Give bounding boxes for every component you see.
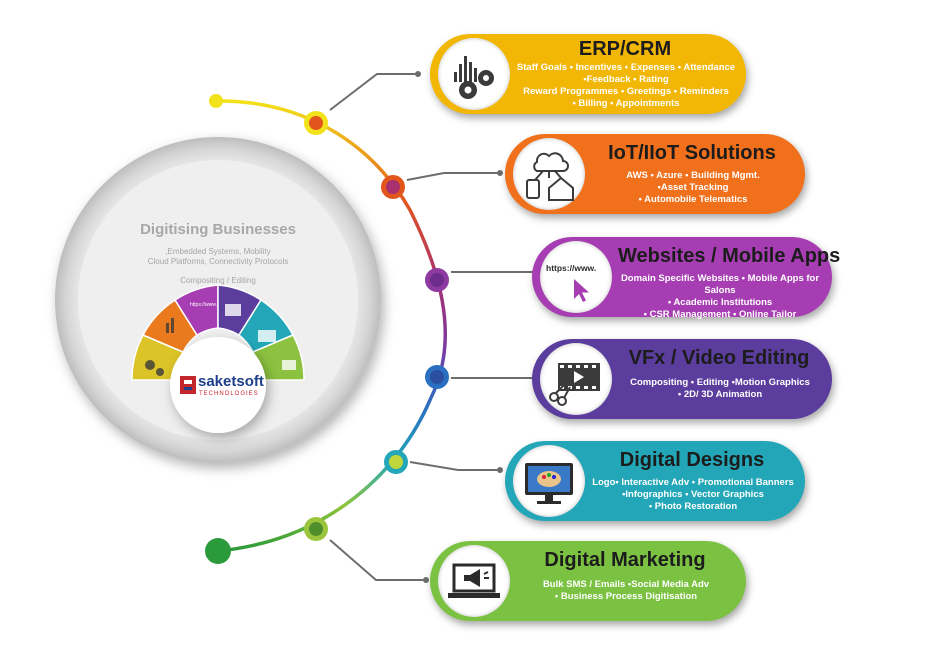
- service-desc: AWS • Azure • Building Mgmt. •Asset Trac…: [626, 170, 760, 205]
- hub-line-3: Compositing / Editing: [180, 276, 256, 285]
- service-desc: Logo• Interactive Adv • Promotional Bann…: [592, 477, 794, 512]
- hub-title: Digitising Businesses: [140, 221, 296, 238]
- hub-line-1: ,Embedded Systems, Mobility: [165, 247, 271, 256]
- svg-text:https://www.: https://www.: [546, 263, 596, 273]
- timeline-start-dot: [209, 94, 223, 108]
- service-title: ERP/CRM: [578, 38, 672, 60]
- service-desc: Domain Specific Websites • Mobile Apps f…: [620, 273, 820, 320]
- cloud-home-icon: [513, 138, 585, 210]
- gears-chart-icon: [438, 38, 510, 110]
- service-title: VFx / Video Editing: [628, 347, 810, 369]
- hub-line-2: Cloud Platforms, Connectivity Protocols: [147, 257, 289, 266]
- monitor-palette-icon: [513, 445, 585, 517]
- timeline-node-5: [384, 450, 408, 474]
- saketsoft-logo-icon: [180, 376, 196, 394]
- url-cursor-icon: https://www.: [540, 241, 612, 313]
- timeline-curve: [214, 99, 448, 553]
- hub-url-text: https://www.: [190, 302, 217, 308]
- timeline-node-3: [425, 268, 449, 292]
- logo-name: saketsoft: [198, 373, 264, 390]
- service-card-websites: https://www. Websites / Mobile Apps Doma…: [532, 237, 841, 320]
- service-title: Digital Marketing: [544, 549, 706, 571]
- service-card-digital-marketing: Digital Marketing Bulk SMS / Emails •Soc…: [430, 541, 746, 621]
- film-scissors-icon: [540, 343, 612, 415]
- connectors: [329, 73, 535, 581]
- service-desc: Bulk SMS / Emails •Social Media Adv • Bu…: [542, 579, 710, 602]
- timeline-node-1: [304, 111, 328, 135]
- laptop-megaphone-icon: [438, 545, 510, 617]
- service-card-digital-designs: Digital Designs Logo• Interactive Adv • …: [505, 441, 805, 521]
- timeline-end-dot: [205, 538, 231, 564]
- service-title: Websites / Mobile Apps: [618, 245, 841, 267]
- timeline-node-2: [381, 175, 405, 199]
- timeline-node-4: [425, 365, 449, 389]
- timeline-node-6: [304, 517, 328, 541]
- logo-subtitle: TECHNOLOGIES: [199, 391, 259, 397]
- service-desc: Staff Goals • Incentives • Expenses • At…: [516, 62, 736, 109]
- service-card-vfx: VFx / Video Editing Compositing • Editin…: [532, 339, 832, 419]
- service-title: IoT/IIoT Solutions: [608, 142, 776, 164]
- hub-fan: https://www.: [131, 284, 305, 381]
- hub-logo-disc: [170, 337, 266, 433]
- service-title: Digital Designs: [619, 449, 765, 471]
- service-desc: Compositing • Editing •Motion Graphics •…: [630, 377, 810, 400]
- service-card-iot: IoT/IIoT Solutions AWS • Azure • Buildin…: [505, 134, 805, 214]
- service-card-erp-crm: ERP/CRM Staff Goals • Incentives • Expen…: [430, 34, 746, 114]
